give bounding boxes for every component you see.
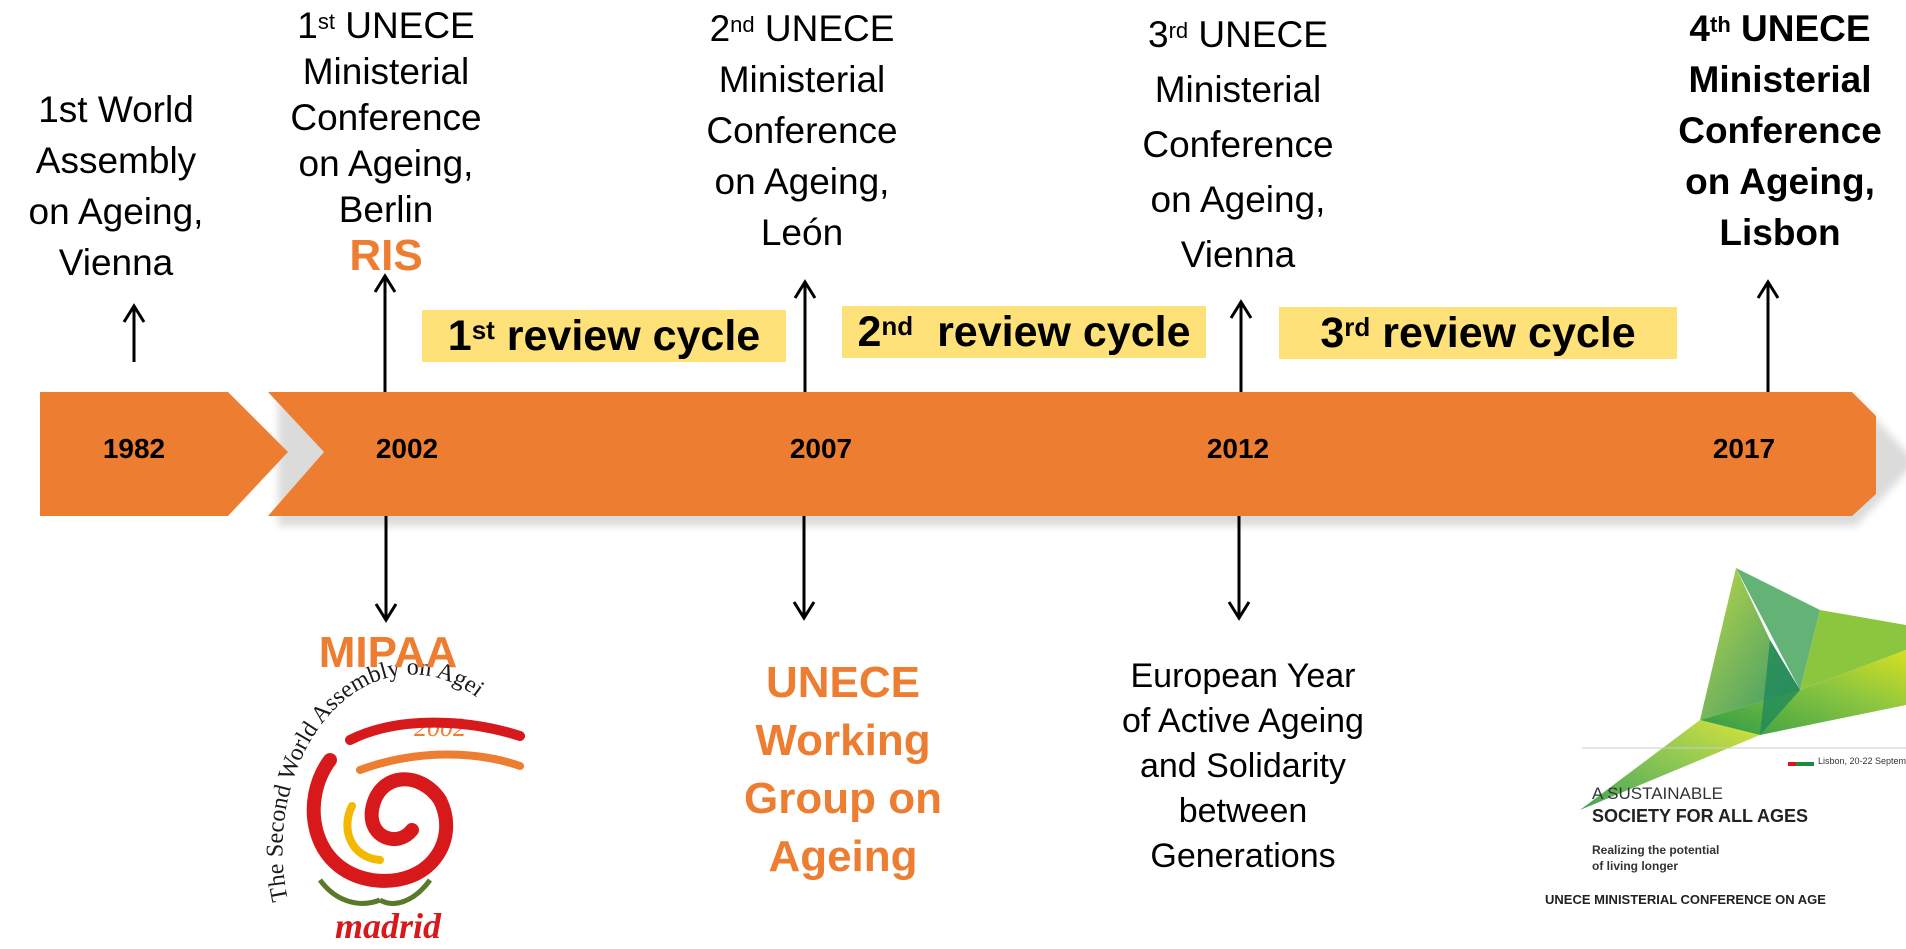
- swirl-icon: [306, 753, 454, 888]
- event-2017-label: 4th UNECE Ministerial Conference on Agei…: [1678, 8, 1882, 253]
- year-2017: 2017: [1712, 433, 1776, 464]
- up-arrows: [122, 273, 1780, 392]
- year-1982: 1982: [102, 433, 166, 464]
- chevron-1982: [40, 392, 288, 516]
- review-cycle-1: 1st review cycle: [422, 310, 786, 362]
- lisbon-logo-line3: Realizing the potential: [1592, 843, 1720, 857]
- european-year-label: European Year of Active Ageing and Solid…: [1122, 657, 1364, 875]
- lisbon-logo-line1: A SUSTAINABLE: [1592, 784, 1724, 803]
- lisbon-logo-line2: SOCIETY FOR ALL AGES: [1592, 806, 1809, 826]
- review-cycle-3: 3rd review cycle: [1279, 307, 1677, 359]
- event-2002-label: 1st UNECE Ministerial Conference on Agei…: [276, 3, 496, 279]
- mipaa-title: MIPAA: [318, 628, 458, 677]
- lisbon-logo-footer: UNECE MINISTERIAL CONFERENCE ON AGE: [1545, 892, 1826, 907]
- event-2012-label: 3rd UNECE Ministerial Conference on Agei…: [1142, 14, 1334, 275]
- down-arrows: [374, 516, 1251, 623]
- lisbon-bird-logo: [1580, 568, 1906, 810]
- year-2007: 2007: [789, 433, 853, 464]
- lisbon-logo-date: Lisbon, 20-22 September: [1818, 756, 1906, 766]
- year-2002: 2002: [375, 433, 439, 464]
- svg-text:madrid: madrid: [335, 906, 442, 946]
- year-2012: 2012: [1206, 433, 1270, 464]
- review-cycle-2: 2nd review cycle: [842, 306, 1206, 358]
- event-1982-label: 1st World Assembly on Ageing, Vienna: [28, 89, 204, 283]
- ris-label: RIS: [349, 231, 423, 280]
- lisbon-logo-line4: of living longer: [1592, 859, 1678, 873]
- event-2007-label: 2nd UNECE Ministerial Conference on Agei…: [706, 8, 898, 253]
- timeline-arrow: [268, 392, 1876, 516]
- working-group-label: UNECE Working Group on Ageing: [744, 658, 942, 881]
